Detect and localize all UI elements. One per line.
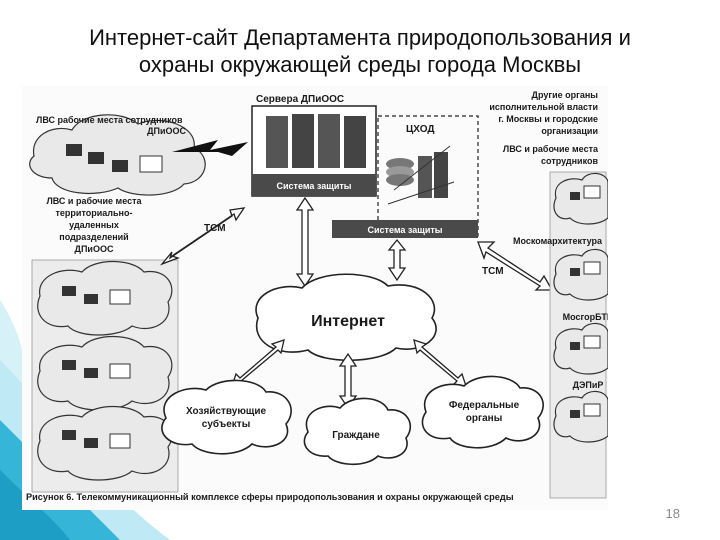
org-moskomarkhitektura: Москомархитектура [513, 236, 603, 246]
lan-staff-label-line2: ДПиООС [147, 126, 186, 136]
lan-territorial-line1: ЛВС и рабочие места [46, 196, 142, 206]
lan-territorial-line3: удаленных [69, 220, 119, 230]
internet-cloud [255, 273, 437, 362]
tcm-left-label: ТСМ [204, 223, 226, 234]
servers-box [251, 105, 377, 197]
servers-label: Сервера ДПиООС [256, 94, 344, 105]
org-mosgorbti: МосгорБТИ [563, 312, 608, 322]
org-depir: ДЭПиР [573, 380, 604, 390]
slide-title: Интернет-сайт Департамента природопользо… [0, 24, 720, 78]
other-bodies-line4: организации [541, 126, 598, 136]
other-bodies-column [549, 171, 609, 499]
page-number: 18 [665, 506, 680, 521]
internet-federal-arrow [413, 339, 467, 387]
figure-caption: Рисунок 6. Телекоммуникационный комплекс… [26, 492, 514, 502]
internet-business-arrow [231, 339, 285, 387]
territorial-lan-column [31, 259, 179, 493]
other-bodies-line3: г. Москвы и городские [498, 114, 598, 124]
internet-label: Интернет [311, 313, 385, 330]
business-line2: субъекты [202, 418, 250, 430]
network-diagram-figure: ЛВС рабочие места сотрудников ДПиООС Сер… [22, 86, 613, 510]
servers-internet-arrow [295, 196, 315, 288]
tcm-left-arrow [159, 207, 246, 266]
lan-territorial-line4: подразделений [59, 232, 128, 242]
lan-territorial-line5: ДПиООС [75, 244, 114, 254]
other-bodies-line2: исполнительной власти [489, 102, 598, 112]
lan-right-line1: ЛВС и рабочие места [503, 144, 599, 154]
title-line-2: охраны окружающей среды города Москвы [138, 52, 582, 77]
title-line-1: Интернет-сайт Департамента природопользо… [89, 25, 631, 50]
citizens-cloud [303, 397, 412, 466]
tcm-right-label: ТСМ [482, 266, 504, 277]
federal-cloud [421, 375, 544, 449]
security-system-label-1: Система защиты [277, 181, 352, 191]
other-bodies-line1: Другие органы [532, 90, 599, 100]
citizens-label: Граждане [332, 430, 380, 441]
lan-territorial-line2: территориально- [56, 208, 133, 218]
network-diagram: ЛВС рабочие места сотрудников ДПиООС Сер… [26, 90, 613, 502]
data-center-label: ЦХОД [406, 124, 435, 135]
business-cloud [161, 379, 292, 455]
business-line1: Хозяйствующие [186, 406, 267, 417]
federal-line2: органы [466, 413, 503, 424]
data-center-box [332, 115, 479, 238]
lan-staff-cloud [29, 114, 206, 196]
security-system-label-2: Система защиты [368, 225, 443, 235]
datacenter-internet-arrow [387, 238, 407, 282]
lan-staff-label-line1: ЛВС рабочие места сотрудников [36, 115, 183, 125]
federal-line1: Федеральные [449, 400, 520, 411]
wireless-link-icon [172, 140, 248, 156]
lan-right-line2: сотрудников [541, 156, 598, 166]
